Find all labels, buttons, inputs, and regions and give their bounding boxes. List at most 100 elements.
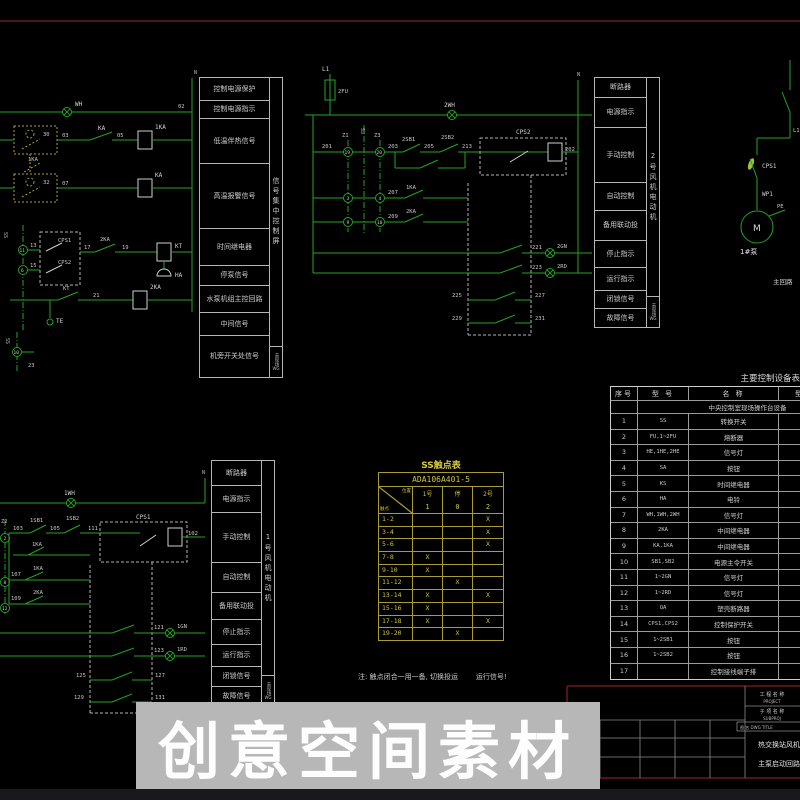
legend-row: 手动控制 [212, 513, 261, 563]
wire-label: 05 [117, 133, 124, 139]
contact-number: 8 [4, 580, 7, 586]
contact-pair: 1-2 [379, 514, 413, 526]
device-label: 1KA [32, 542, 43, 548]
wire-label: 109 [11, 596, 21, 602]
legend-side-label: 信号集中控制屏 [272, 177, 280, 247]
device-spec [779, 430, 800, 446]
wire-label: 205 [424, 144, 434, 150]
device-name: 控制保护开关 [689, 616, 779, 633]
row-number: 4 [611, 460, 638, 477]
contact-pair: 17-18 [379, 615, 413, 628]
legend-row: 中间信号 [200, 313, 269, 336]
device-name: 电铃 [689, 491, 779, 508]
wire-label: 125 [76, 673, 86, 679]
row-number: 5 [611, 476, 638, 492]
device-model: SA [638, 460, 689, 477]
legend-side-label: 1号风机电动机 [264, 532, 272, 604]
wire-label: 03 [62, 133, 69, 139]
legend-row: 运行指示 [212, 645, 261, 667]
device-spec [779, 539, 800, 555]
row-number: 2 [611, 429, 638, 446]
corner-top-label: 位置 [402, 489, 411, 494]
column-header: 序号 [611, 387, 638, 401]
position-label: 2号 [483, 491, 493, 499]
contact-mark [413, 526, 443, 539]
subheader-empty-cell [611, 401, 638, 414]
row-number: 10 [611, 554, 638, 570]
wire-label: 203 [388, 144, 398, 150]
device-name: 按钮 [689, 632, 779, 648]
device-name: 电源主令开关 [689, 554, 779, 570]
wire-label: 23 [28, 363, 35, 369]
contact-pair: 11-12 [379, 577, 413, 590]
legend-row: 机旁开关处信号 [210, 352, 259, 360]
row-number: 12 [611, 585, 638, 602]
legend-row: 控制电源指示 [200, 101, 269, 119]
legend-bottom-side: 1号风机电动机 去现场 WG [261, 461, 274, 706]
position-column: 1号 1 [413, 487, 443, 513]
contact-number: 10 [14, 350, 20, 356]
wire-label: 213 [462, 144, 472, 150]
device-label: 1WH [64, 490, 75, 497]
device-label: 2GN [557, 244, 567, 250]
phase-label: L1 [793, 128, 800, 134]
device-label: HA [175, 272, 183, 279]
bus-label: N [202, 470, 205, 476]
bottom-strip [0, 789, 800, 800]
device-spec [779, 664, 800, 680]
device-name: 信号灯 [689, 445, 779, 461]
terminal-label: Z2 [1, 519, 8, 525]
wire-label: 07 [62, 181, 69, 187]
contact-mark [413, 577, 443, 590]
row-number: 14 [611, 616, 638, 633]
contact-mark: X [486, 540, 490, 549]
contact-number: 19 [345, 150, 351, 156]
contact-pair: 7-8 [379, 552, 413, 564]
position-code: 2 [485, 502, 491, 511]
wire-label: 105 [50, 526, 60, 532]
row-number: 9 [611, 538, 638, 555]
equipment-row: 1 SS 转换开关 [611, 414, 800, 430]
legend-bottom-rows: 断路器 电源指示 手动控制 自动控制 备用联动投 停止指示 运行指示 闭锁信号 … [212, 461, 261, 706]
contact-table-row: 3-4 X [379, 526, 503, 540]
contact-mark: X [413, 602, 443, 615]
row-number: 3 [611, 445, 638, 461]
device-model: KA,1KA [638, 538, 689, 555]
equipment-row: 15 1~2SB1 按钮 [611, 632, 800, 648]
legend-row: 备用联动投 [212, 593, 261, 620]
wire-label: 129 [74, 695, 84, 701]
contact-table-box: ADA106A401-5 位置 触点 1号 1 停 0 2号 2 [378, 472, 504, 641]
device-label: CPS1 [762, 163, 777, 170]
contact-mark: X [486, 527, 490, 536]
subheader-label: 中央控制室现场操作台设备 [638, 401, 800, 414]
wire-label: 127 [155, 673, 165, 679]
contact-number: 20 [377, 150, 383, 156]
device-model [638, 663, 689, 680]
device-label: KT [63, 286, 70, 292]
wire-label: 229 [452, 316, 462, 322]
contact-pair: 5-6 [379, 539, 413, 552]
wire-label: 131 [155, 695, 165, 701]
legend-row: 低温伴热信号 [200, 119, 269, 164]
contact-table-row: 13-14 X X [379, 590, 503, 603]
contact-mark: X [413, 590, 443, 602]
left-circuit-labels: N WH 02 30 03 KA 05 1KA 1KA 32 07 KA SS … [2, 70, 197, 369]
contact-mark [473, 603, 503, 615]
equipment-row: 10 SB1,SB2 电源主令开关 [611, 554, 800, 570]
legend-row: 手动控制 [595, 128, 646, 183]
equipment-row: 5 KS 时间继电器 [611, 476, 800, 492]
device-spec [779, 570, 800, 586]
device-spec [779, 476, 800, 492]
contact-mark [413, 514, 443, 526]
row-number: 6 [611, 491, 638, 508]
device-label: 30 [43, 132, 50, 138]
dwg-title-label: 图 名 DWG TITLE [740, 724, 773, 730]
legend-left-panel: 控制电源保护 控制电源指示 低温伴热信号 高温报警信号 时间继电器 停泵信号 水… [199, 77, 283, 378]
wire-label: 102 [188, 531, 198, 537]
position-column: 停 0 [443, 487, 473, 513]
contact-mark [443, 539, 473, 552]
device-spec [779, 508, 800, 524]
wire-label: 223 [532, 265, 542, 271]
device-label: KT [175, 243, 183, 250]
device-model: 1~2SB2 [638, 647, 689, 664]
